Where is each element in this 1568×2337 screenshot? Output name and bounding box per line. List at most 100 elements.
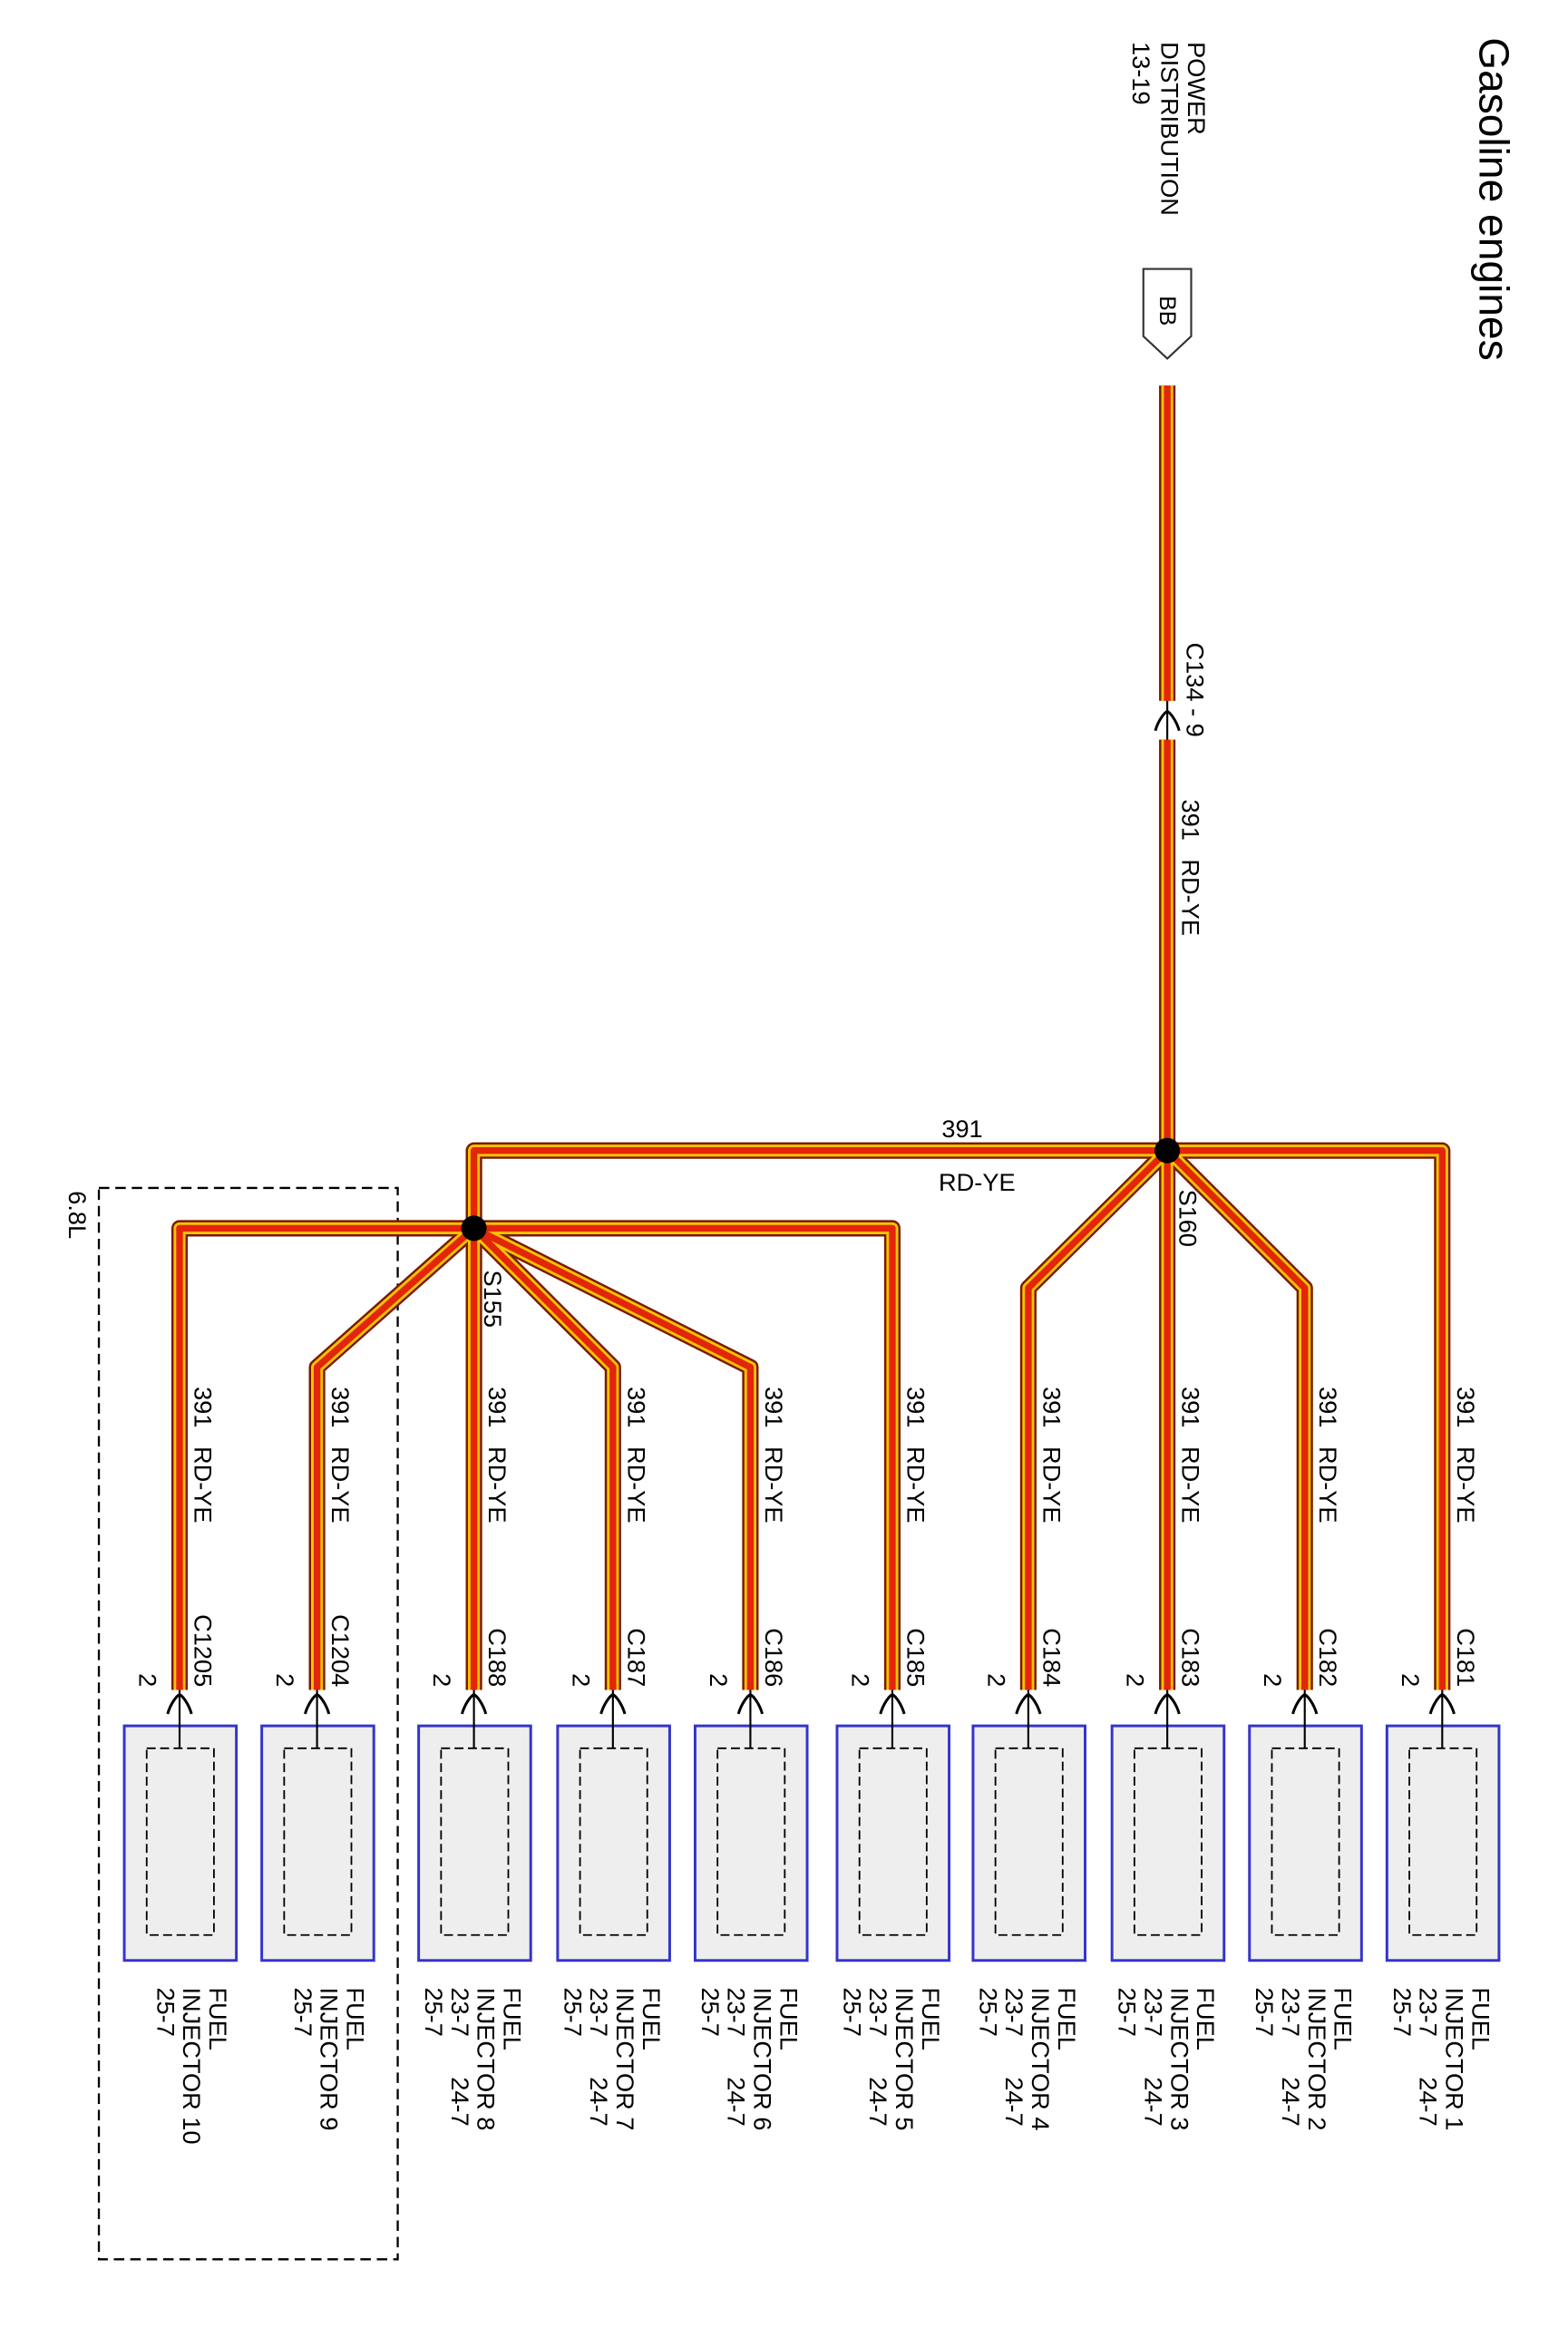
splice-s160-label: S160: [1174, 1190, 1202, 1247]
wire-color-label: RD-YE: [622, 1446, 650, 1524]
injector-label-line: 25-7: [289, 1987, 317, 2036]
connector-label: C1204: [326, 1614, 355, 1687]
injector-label-line: INJECTOR 8: [472, 1987, 501, 2130]
wire-circuit-label: 391: [483, 1387, 511, 1427]
bb-connector: BB: [1142, 268, 1193, 360]
wire-circuit-label: 391: [326, 1387, 355, 1427]
trunk-wire-circuit-label: 391: [1177, 800, 1205, 841]
wire-branch-injector-2-base: [1164, 1148, 1309, 1690]
wire-circuit-label: 391: [1452, 1387, 1480, 1427]
wire-base-layer: [176, 385, 1446, 1690]
wire-color-label: RD-YE: [189, 1446, 217, 1524]
injector-component-box: [1110, 1724, 1226, 1962]
injector-label-line: INJECTOR 3: [1165, 1987, 1193, 2130]
wire-outline-layer: [170, 385, 1451, 1690]
diagram-title: Gasoline engines: [1471, 37, 1518, 360]
connector-symbol: [879, 1692, 906, 1715]
connector-label: C1205: [189, 1614, 217, 1687]
splice-s160-dot: [1154, 1137, 1181, 1164]
injector-label-line: 23-7: [864, 1987, 892, 2036]
connector-label: C181: [1452, 1628, 1480, 1687]
inline-connector-c134: C134 - 9: [1154, 643, 1210, 740]
injector-label-line: INJECTOR 9: [316, 1987, 344, 2130]
engine-option-label: 6.8L: [63, 1191, 92, 1239]
wire-circuit-label: 391: [1177, 1387, 1205, 1427]
injector-label-line: FUEL: [204, 1987, 232, 2050]
wire-circuit-label: 391: [189, 1387, 217, 1427]
power-distribution-line-1: POWER: [1183, 42, 1211, 135]
engine-option-boundary: [97, 1186, 399, 2261]
injector-label-line: 25-7: [559, 1987, 587, 2036]
wire-color-label: RD-YE: [1037, 1446, 1066, 1524]
injector-component-box: [835, 1724, 951, 1962]
power-distribution-line-3: 13-19: [1127, 42, 1155, 105]
injector-label-line: INJECTOR 7: [611, 1987, 639, 2130]
connector-symbol: [599, 1692, 627, 1715]
splice-s155-dot: [461, 1215, 487, 1242]
wire-color-label: RD-YE: [901, 1446, 930, 1524]
injector-label-line: 23-7: [723, 1987, 751, 2036]
pin-number-label: 2: [1122, 1673, 1150, 1687]
connector-label: C183: [1177, 1628, 1205, 1687]
bus-wire-circuit-label: 391: [941, 1115, 982, 1143]
injector-label-line: FUEL: [1329, 1987, 1358, 2050]
injector-label-line: INJECTOR 6: [749, 1987, 777, 2130]
splice-s155-label: S155: [479, 1271, 507, 1328]
trunk-wire-color-label: RD-YE: [1177, 859, 1205, 936]
injector-label-line: 24-7: [723, 2077, 751, 2126]
wire-bus-and-injector-1-base: [470, 1147, 1446, 1690]
pin-number-label: 2: [846, 1673, 874, 1687]
wire-color-label: RD-YE: [1314, 1446, 1342, 1524]
injector-label-line: FUEL: [638, 1987, 666, 2050]
injector-label-line: INJECTOR 1: [1440, 1987, 1468, 2130]
connector-label: C184: [1037, 1628, 1066, 1687]
injector-label-line: 24-7: [864, 2077, 892, 2126]
power-distribution-line-2: DISTRIBUTION: [1156, 42, 1184, 216]
pin-number-label: 2: [982, 1673, 1010, 1687]
connector-symbol: [1428, 1692, 1456, 1715]
injector-component-box: [971, 1724, 1086, 1962]
wire-branch-injector-4-base: [1025, 1148, 1170, 1690]
injector-label-line: INJECTOR 4: [1027, 1987, 1055, 2130]
wire-color-label: RD-YE: [760, 1446, 788, 1524]
injector-label-line: 25-7: [974, 1987, 1002, 2036]
wire-circuit-label: 391: [760, 1387, 788, 1427]
wire-color-label: RD-YE: [326, 1446, 355, 1524]
injector-label-line: 24-7: [1139, 2077, 1167, 2126]
injector-component-box: [1385, 1724, 1501, 1962]
injector-label-line: 25-7: [151, 1987, 180, 2036]
injector-label-line: FUEL: [1466, 1987, 1495, 2050]
injector-label-line: 23-7: [1415, 1987, 1443, 2036]
wire-circuit-label: 391: [1314, 1387, 1342, 1427]
wire-branch-injector-6-base: [472, 1225, 755, 1690]
injector-label-line: 24-7: [1000, 2077, 1028, 2126]
connector-label: C188: [483, 1628, 511, 1687]
injector-label-line: FUEL: [342, 1987, 370, 2050]
injector-label-line: 24-7: [1415, 2077, 1443, 2126]
connector-symbol: [1154, 1692, 1181, 1715]
injector-component-box: [260, 1724, 375, 1962]
wire-branch-injector-7-base: [471, 1225, 617, 1690]
connector-label: C185: [901, 1628, 930, 1687]
wire-tracer-layer: [173, 385, 1448, 1690]
injector-label-line: 24-7: [1277, 2077, 1305, 2126]
injector-label-line: FUEL: [774, 1987, 803, 2050]
injector-label-line: FUEL: [1192, 1987, 1220, 2050]
connector-symbol: [1015, 1692, 1042, 1715]
injector-label-line: 23-7: [1277, 1987, 1305, 2036]
injector-label-line: 25-7: [420, 1987, 448, 2036]
wire-color-label: RD-YE: [1452, 1446, 1480, 1524]
connector-symbol: [303, 1692, 331, 1715]
wire-branch-injector-9-base: [313, 1225, 477, 1690]
injector-label-line: 23-7: [585, 1987, 613, 2036]
